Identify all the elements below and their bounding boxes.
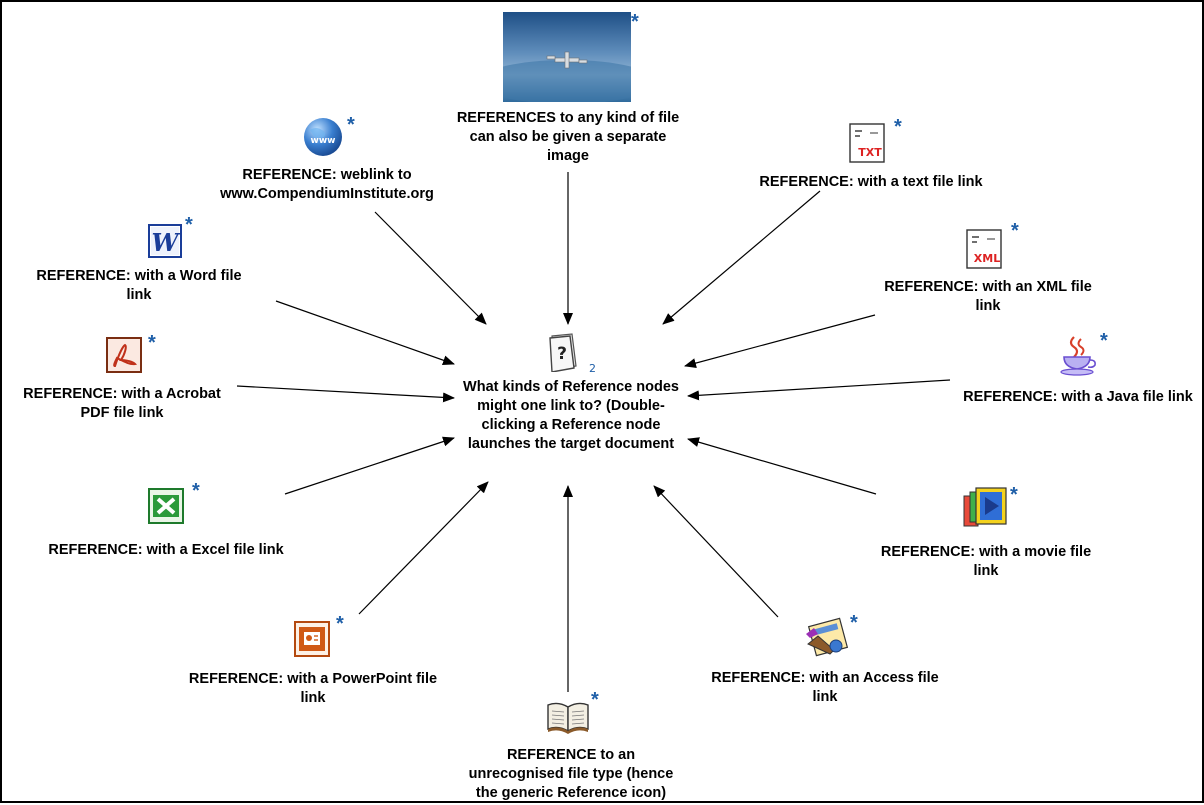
reference-label-movie: REFERENCE: with a movie file link: [880, 544, 1092, 579]
svg-text:W: W: [152, 228, 181, 257]
reference-star-marker: *: [1011, 220, 1019, 242]
word-icon: W: [148, 224, 182, 258]
reference-star-marker: *: [185, 214, 193, 236]
link-excel: [284, 436, 455, 495]
reference-star-marker: *: [631, 11, 639, 33]
link-xml: [684, 314, 876, 368]
link-access: [653, 485, 779, 618]
link-movie: [687, 437, 877, 495]
reference-label-powerpoint: REFERENCE: with a PowerPoint file link: [188, 671, 438, 706]
reference-label-weblink: REFERENCE: weblink to www.CompendiumInst…: [220, 167, 434, 202]
earth-satellite-image: [503, 12, 631, 102]
powerpoint-icon: [294, 621, 330, 657]
reference-label-generic: REFERENCE to an unrecognised file type (…: [468, 747, 674, 801]
acrobat-pdf-icon: [106, 337, 142, 373]
reference-label-text-file: REFERENCE: with a text file link: [759, 174, 983, 190]
reference-star-marker: *: [894, 116, 902, 138]
reference-label-word: REFERENCE: with a Word file link: [36, 268, 242, 303]
movie-file-icon: [963, 487, 1007, 527]
reference-star-marker: *: [850, 612, 858, 634]
link-weblink: [374, 211, 487, 325]
globe-www-icon: www: [304, 118, 342, 156]
reference-label-xml: REFERENCE: with an XML file link: [884, 279, 1092, 314]
reference-star-marker: *: [336, 613, 344, 635]
reference-star-marker: *: [1100, 330, 1108, 352]
question-document-icon: ?: [549, 333, 577, 372]
reference-star-marker: *: [1010, 484, 1018, 506]
reference-star-marker: *: [192, 480, 200, 502]
excel-icon: [148, 488, 184, 524]
open-book-icon: [547, 702, 589, 734]
reference-star-marker: *: [148, 332, 156, 354]
link-word: [275, 300, 455, 366]
reference-label-excel: REFERENCE: with a Excel file link: [48, 542, 284, 558]
reference-label-access: REFERENCE: with an Access file link: [711, 670, 939, 705]
link-powerpoint: [358, 481, 489, 615]
txt-file-icon: TXT: [849, 123, 885, 163]
reference-label-pdf: REFERENCE: with a Acrobat PDF file link: [23, 386, 221, 421]
reference-label-java: REFERENCE: with a Java file link: [963, 389, 1193, 405]
svg-text:TXT: TXT: [858, 146, 882, 159]
reference-count-badge: 2: [589, 362, 596, 375]
link-text-file: [662, 190, 821, 325]
link-java: [687, 379, 951, 401]
svg-text:www: www: [311, 136, 336, 146]
link-pdf: [236, 385, 455, 403]
xml-file-icon: XML: [966, 229, 1002, 269]
reference-star-marker: *: [347, 114, 355, 136]
svg-text:XML: XML: [974, 252, 1000, 265]
reference-label-image: REFERENCES to any kind of file can also …: [456, 110, 680, 164]
central-question-label: What kinds of Reference nodes might one …: [463, 379, 679, 452]
access-icon: [806, 617, 849, 657]
svg-text:?: ?: [557, 344, 567, 364]
java-cup-icon: [1060, 336, 1096, 376]
reference-star-marker: *: [591, 689, 599, 711]
